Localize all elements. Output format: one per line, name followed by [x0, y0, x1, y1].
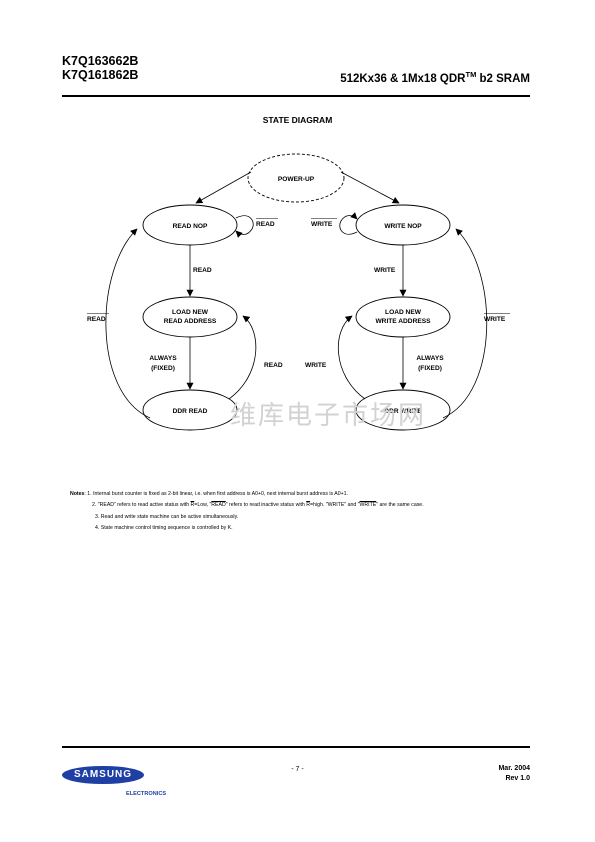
arrow-power-to-write-nop	[340, 171, 400, 204]
part-number-2: K7Q161862B	[62, 68, 139, 82]
label-load-write-to-ddr-2: (FIXED)	[418, 365, 442, 372]
state-load-read	[142, 296, 238, 338]
note-2-read: READ	[211, 502, 226, 509]
label-write-nop-to-load: WRITE	[374, 267, 396, 274]
note-1: Notes: 1. Internal burst counter is fixe…	[70, 489, 424, 500]
state-load-write-label-2: WRITE ADDRESS	[375, 318, 431, 325]
note-2-d: =high. "WRITE" and "	[310, 502, 360, 509]
note-2-r1: R	[190, 502, 195, 509]
product-title-main: 512Kx36 & 1Mx18 QDR	[340, 72, 466, 85]
product-title-tail: b2 SRAM	[476, 72, 530, 85]
part-number-1: K7Q163662B	[62, 54, 139, 68]
note-2-write: WRITE	[359, 502, 377, 509]
label-ddr-read-to-read-nop: READ	[87, 316, 106, 323]
label-read-nop-self: READ	[256, 221, 275, 228]
label-ddr-write-to-write-nop: WRITE	[484, 316, 506, 323]
state-load-read-label-1: LOAD NEW	[172, 309, 209, 316]
state-load-write	[355, 296, 451, 338]
arrow-write-nop-self	[339, 212, 358, 235]
samsung-electronics-text: ELECTRONICS	[126, 791, 167, 797]
arrow-ddr-write-to-write-nop	[442, 228, 488, 419]
note-3: 3. Read and write state machine can be a…	[95, 513, 239, 520]
arrow-ddr-read-to-load	[228, 315, 257, 400]
note-2-a: 2. "READ" refers to read active status w…	[92, 502, 191, 509]
notes: Notes: 1. Internal burst counter is fixe…	[70, 489, 424, 535]
state-power-up-label: POWER-UP	[278, 176, 315, 183]
footer-rule	[62, 746, 530, 748]
revision-date: Mar. 2004	[498, 765, 530, 772]
label-ddr-read-to-load: READ	[264, 362, 283, 369]
note-4: 4. State machine control timing sequence…	[95, 525, 233, 532]
state-load-write-label-1: LOAD NEW	[385, 309, 422, 316]
label-load-read-to-ddr-1: ALWAYS	[149, 355, 177, 362]
page-number: - 7 -	[291, 766, 304, 773]
revision-number: Rev 1.0	[505, 775, 530, 782]
label-ddr-write-to-load: WRITE	[305, 362, 327, 369]
arrow-ddr-write-to-load	[337, 315, 366, 400]
trademark-superscript: TM	[465, 70, 477, 79]
label-read-nop-to-load: READ	[193, 267, 212, 274]
label-load-read-to-ddr-2: (FIXED)	[151, 365, 175, 372]
samsung-logo: SAMSUNG	[62, 766, 144, 784]
arrow-power-to-read-nop	[195, 171, 252, 204]
product-title: 512Kx36 & 1Mx18 QDRTM b2 SRAM	[340, 70, 530, 85]
watermark: 维库电子市场网	[230, 401, 427, 431]
note-2-b: =Low, "	[194, 502, 212, 509]
note-2-r2: R	[306, 502, 311, 509]
label-load-write-to-ddr-1: ALWAYS	[416, 355, 444, 362]
state-write-nop-label: WRITE NOP	[384, 223, 422, 230]
state-ddr-read-label: DDR READ	[173, 408, 208, 415]
state-diagram: POWER-UP READ NOP WRITE NOP LOAD NEW REA…	[87, 153, 510, 431]
label-write-nop-self: WRITE	[311, 221, 333, 228]
header-rule	[62, 95, 530, 97]
state-ddr-read	[142, 389, 238, 431]
state-ddr-write	[355, 389, 451, 431]
revision-block: Mar. 2004 Rev 1.0	[498, 764, 530, 784]
state-power-up	[247, 153, 345, 203]
notes-label: Notes	[70, 491, 85, 497]
arrow-ddr-read-to-read-nop	[105, 228, 151, 419]
note-2-c: " refers to read inactive status with	[225, 502, 307, 509]
note-2-e: " are the same case.	[376, 502, 424, 509]
section-title: STATE DIAGRAM	[262, 115, 333, 125]
arrow-read-nop-self	[235, 215, 254, 238]
state-ddr-write-label: DDR WRITE	[384, 408, 422, 415]
note-1-text: : 1. Internal burst counter is fixed as …	[84, 491, 348, 497]
state-read-nop-label: READ NOP	[173, 223, 208, 230]
note-2: 2. "READ" refers to read active status w…	[70, 500, 424, 511]
state-load-read-label-2: READ ADDRESS	[164, 318, 217, 325]
